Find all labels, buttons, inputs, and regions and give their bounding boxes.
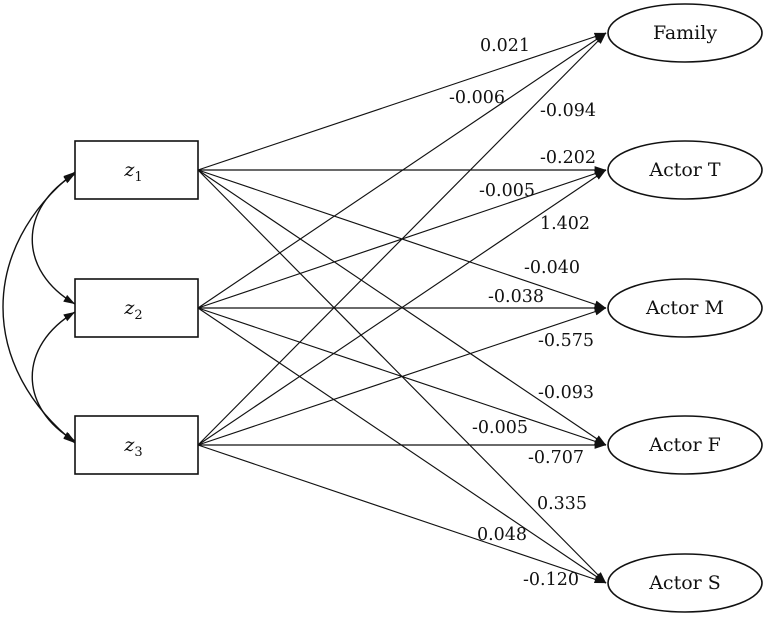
outcome-label-actor_s: Actor S bbox=[648, 572, 721, 594]
path-coefficient-z2-actor_f: -0.005 bbox=[472, 418, 528, 438]
covariance-arrow-z1-z2 bbox=[31, 173, 76, 305]
path-arrow-z1-family bbox=[197, 32, 607, 171]
coefficient-label-layer: 0.021-0.006-0.094-0.202-0.0051.402-0.040… bbox=[449, 36, 596, 590]
outcome-label-actor_f: Actor F bbox=[648, 434, 721, 456]
path-arrow-layer bbox=[197, 32, 607, 584]
path-coefficient-z1-actor_f: -0.093 bbox=[538, 383, 594, 403]
path-arrow-z1-actor_f bbox=[197, 169, 607, 446]
latent-box-z1 bbox=[74, 140, 199, 200]
path-coefficient-z3-family: -0.094 bbox=[540, 101, 596, 121]
latent-box-label-z3: z3 bbox=[123, 434, 142, 460]
path-coefficient-z2-actor_m: -0.038 bbox=[488, 287, 544, 307]
path-coefficient-z2-actor_s: 0.048 bbox=[477, 525, 527, 545]
outcome-label-actor_m: Actor M bbox=[645, 297, 724, 319]
outcome-label-actor_t: Actor T bbox=[648, 159, 721, 181]
covariance-layer bbox=[2, 171, 76, 444]
path-coefficient-z2-family: -0.006 bbox=[449, 88, 505, 108]
latent-symbol: z bbox=[123, 297, 135, 319]
latent-subscript: 3 bbox=[134, 445, 142, 460]
path-coefficient-z1-actor_m: -0.040 bbox=[524, 258, 580, 278]
path-arrow-z1-actor_s bbox=[197, 169, 607, 584]
covariance-arrow-z1-z3 bbox=[2, 171, 76, 444]
outcome-ellipse-family bbox=[607, 3, 763, 63]
path-coefficient-z3-actor_f: -0.707 bbox=[528, 448, 584, 468]
covariance-arrow-z2-z3 bbox=[31, 311, 76, 442]
latent-subscript: 2 bbox=[134, 308, 142, 323]
latent-subscript: 1 bbox=[134, 170, 142, 185]
outcome-ellipse-actor_f bbox=[607, 415, 763, 475]
latent-symbol: z bbox=[123, 159, 135, 181]
path-arrow-z1-actor_m bbox=[197, 169, 607, 309]
path-coefficient-z3-actor_m: -0.575 bbox=[538, 331, 594, 351]
outcome-ellipse-actor_m bbox=[607, 278, 763, 338]
path-coefficient-z1-actor_t: -0.202 bbox=[540, 148, 596, 168]
path-arrow-z3-actor_s bbox=[197, 444, 607, 584]
path-arrow-z2-actor_s bbox=[197, 307, 607, 584]
latent-box-label-z1: z1 bbox=[123, 159, 142, 185]
latent-symbol: z bbox=[123, 434, 135, 456]
path-coefficient-z2-actor_t: -0.005 bbox=[479, 181, 535, 201]
outcome-label-family: Family bbox=[653, 22, 717, 44]
path-coefficient-z3-actor_s: -0.120 bbox=[523, 570, 579, 590]
latent-box-label-z2: z2 bbox=[123, 297, 142, 323]
path-coefficient-z3-actor_t: 1.402 bbox=[540, 214, 590, 234]
path-coefficient-z1-actor_s: 0.335 bbox=[537, 494, 587, 514]
path-coefficient-z1-family: 0.021 bbox=[480, 36, 530, 56]
latent-box-z2 bbox=[74, 278, 199, 338]
latent-box-z3 bbox=[74, 415, 199, 475]
outcome-ellipse-actor_s bbox=[607, 553, 763, 613]
outcome-ellipse-actor_t bbox=[607, 140, 763, 200]
